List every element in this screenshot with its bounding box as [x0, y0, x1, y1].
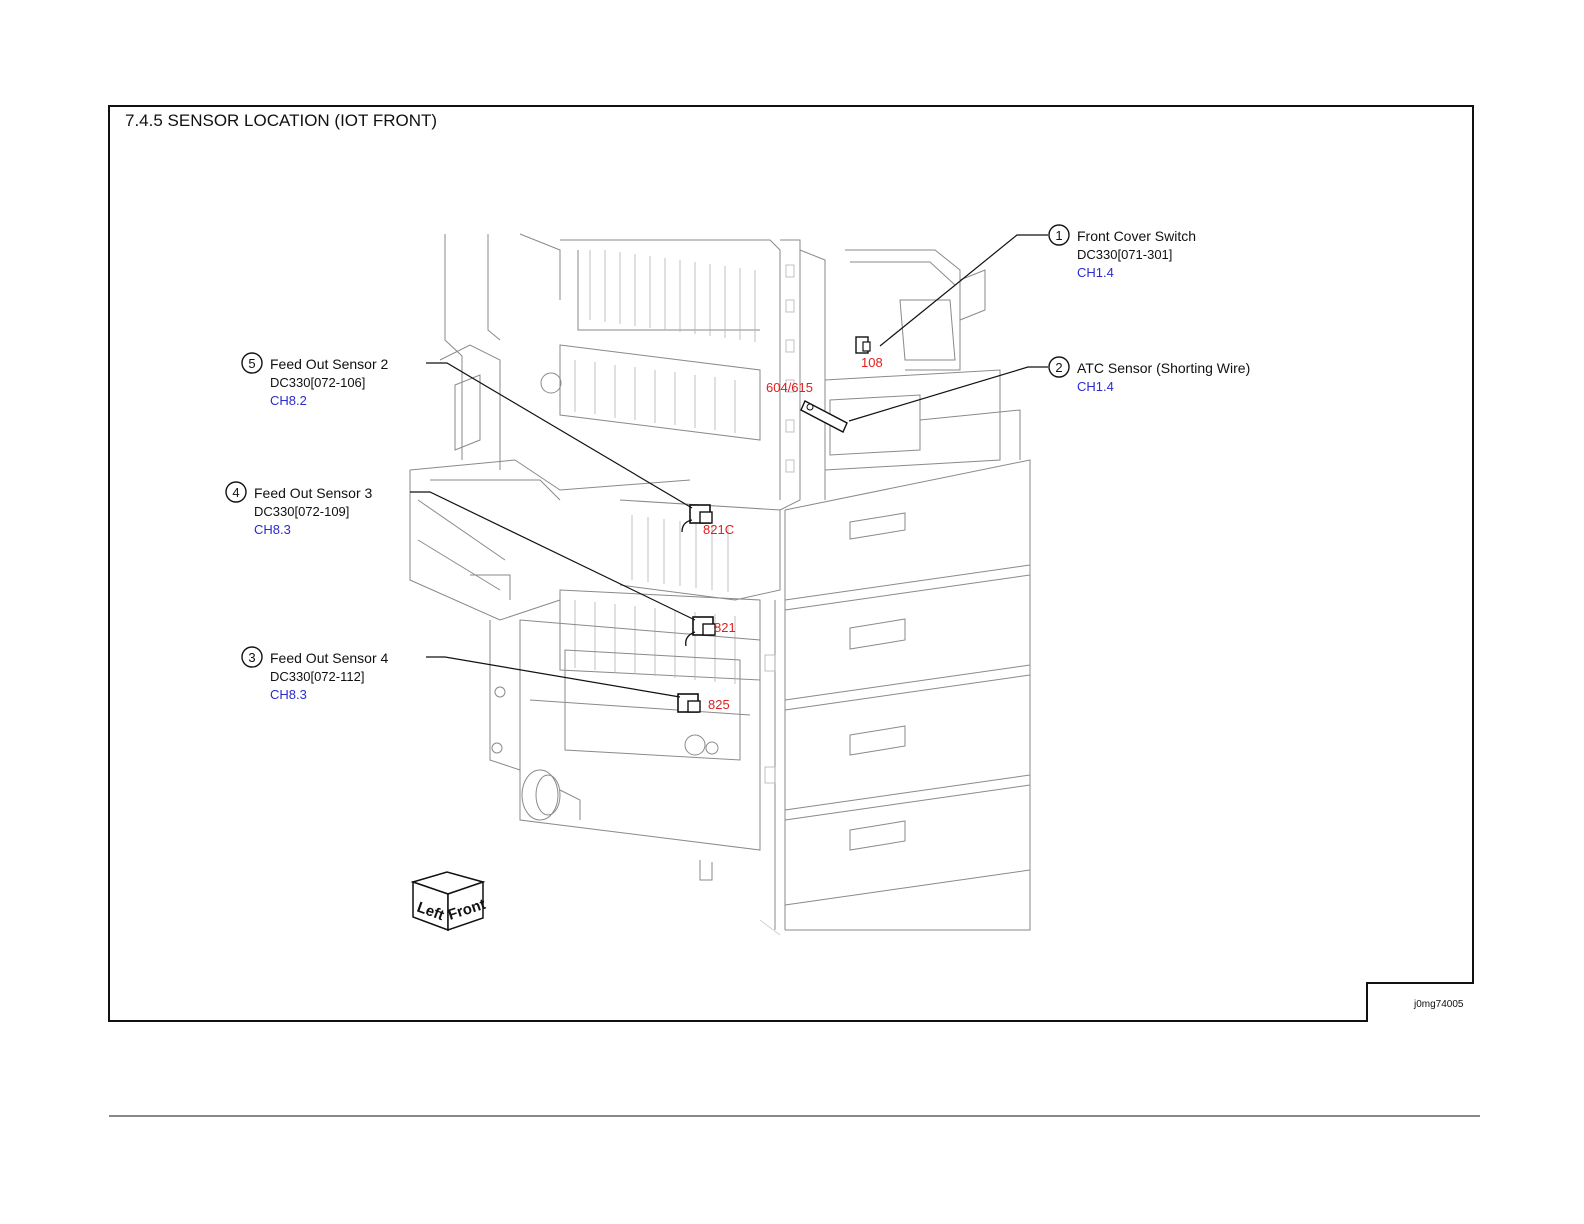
callout-code: DC330[072-106] — [270, 375, 365, 390]
part-label-825: 825 — [708, 697, 730, 712]
callout-number: 4 — [232, 485, 239, 500]
figure-id: j0mg74005 — [1413, 999, 1464, 1010]
callout-name: Feed Out Sensor 4 — [270, 650, 389, 666]
callout-name: ATC Sensor (Shorting Wire) — [1077, 360, 1250, 376]
callout-number: 5 — [248, 356, 255, 371]
machine-illustration — [410, 234, 1030, 935]
callout-code: DC330[072-112] — [270, 669, 364, 684]
callout-5: 5 Feed Out Sensor 2 DC330[072-106] CH8.2 — [242, 353, 389, 408]
atc-sensor-icon — [801, 401, 847, 432]
callout-number: 3 — [248, 650, 255, 665]
callout-ref-link[interactable]: CH8.3 — [254, 522, 291, 537]
callout-ref-link[interactable]: CH8.3 — [270, 687, 307, 702]
sensor-821-icon — [686, 617, 715, 646]
callout-ref-link[interactable]: CH1.4 — [1077, 265, 1114, 280]
part-label-604-615: 604/615 — [766, 380, 813, 395]
sensor-108-icon — [856, 337, 870, 353]
callout-number: 1 — [1055, 228, 1062, 243]
callout-code: DC330[071-301] — [1077, 247, 1172, 262]
callout-ref-link[interactable]: CH8.2 — [270, 393, 307, 408]
callout-number: 2 — [1055, 360, 1062, 375]
part-label-108: 108 — [861, 355, 883, 370]
figure-frame — [109, 106, 1473, 1021]
orientation-cube-icon: Left Front — [413, 872, 488, 930]
callout-name: Feed Out Sensor 2 — [270, 356, 389, 372]
part-label-821: 821 — [714, 620, 736, 635]
part-label-821c: 821C — [703, 522, 734, 537]
sensor-825-icon — [678, 694, 700, 712]
callout-4: 4 Feed Out Sensor 3 DC330[072-109] CH8.3 — [226, 482, 373, 537]
page-title: 7.4.5 SENSOR LOCATION (IOT FRONT) — [125, 111, 437, 130]
callout-code: DC330[072-109] — [254, 504, 349, 519]
callout-name: Front Cover Switch — [1077, 228, 1196, 244]
callout-ref-link[interactable]: CH1.4 — [1077, 379, 1114, 394]
callout-3: 3 Feed Out Sensor 4 DC330[072-112] CH8.3 — [242, 647, 389, 702]
callout-1: 1 Front Cover Switch DC330[071-301] CH1.… — [1049, 225, 1196, 280]
callout-name: Feed Out Sensor 3 — [254, 485, 373, 501]
callout-2: 2 ATC Sensor (Shorting Wire) CH1.4 — [1049, 357, 1250, 394]
